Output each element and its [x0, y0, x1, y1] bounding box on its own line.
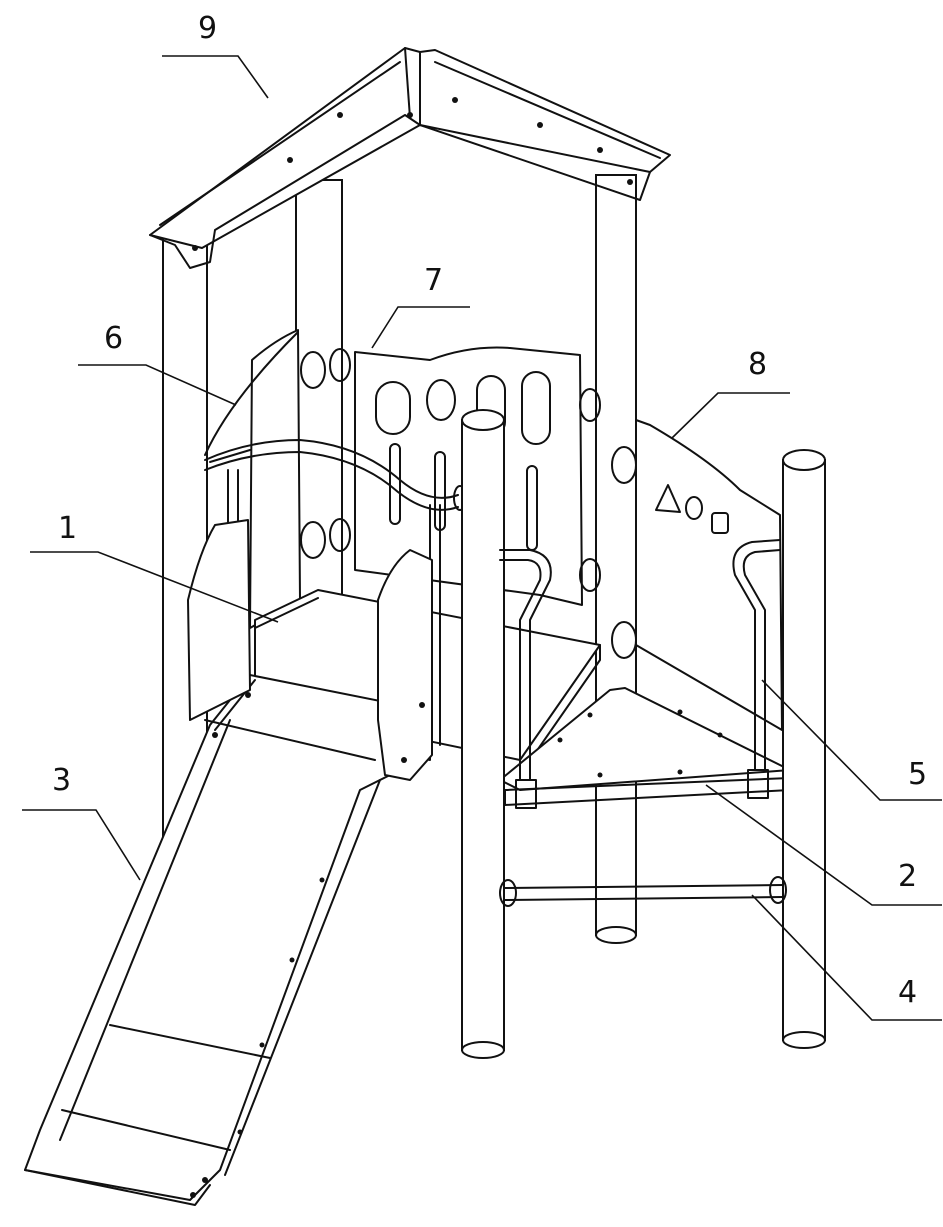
callout-4: 4 — [898, 975, 917, 1010]
callout-6: 6 — [104, 321, 123, 356]
callout-labels: 9 7 6 8 1 5 2 3 4 — [52, 11, 927, 1010]
callout-8: 8 — [748, 347, 767, 382]
roof-left-panel — [149, 47, 421, 249]
slide-left-side-wall — [187, 519, 251, 721]
callout-2: 2 — [898, 859, 917, 894]
left-side-wall-body — [249, 329, 301, 629]
post-right-back-foot — [595, 926, 637, 944]
front-posts — [461, 409, 826, 1059]
left-side-wall — [204, 329, 301, 629]
post-front-left-cap — [461, 409, 505, 431]
callout-9: 9 — [198, 11, 217, 46]
right-side-wall-body — [635, 419, 783, 731]
slide — [24, 519, 433, 1206]
callout-7: 7 — [424, 263, 443, 298]
post-front-right-cap — [782, 449, 826, 471]
post-front-left-foot — [461, 1041, 505, 1059]
callout-leaders — [22, 55, 942, 1021]
roof — [149, 47, 671, 269]
handrails — [499, 539, 781, 809]
rung-bar — [499, 876, 787, 907]
slide-right-side-wall — [377, 549, 433, 781]
callout-3: 3 — [52, 763, 71, 798]
post-back-center — [295, 179, 343, 601]
roof-right-panel — [419, 49, 671, 173]
post-left-back — [162, 237, 208, 839]
back-wall-panel — [300, 346, 601, 606]
post-front-right-foot — [782, 1031, 826, 1049]
callout-5: 5 — [908, 757, 927, 792]
callout-1: 1 — [58, 511, 77, 546]
post-right-back — [595, 174, 637, 936]
post-front-right — [782, 459, 826, 1041]
right-side-wall — [611, 419, 783, 731]
slide-body — [24, 674, 401, 1201]
post-front-left — [461, 419, 505, 1051]
